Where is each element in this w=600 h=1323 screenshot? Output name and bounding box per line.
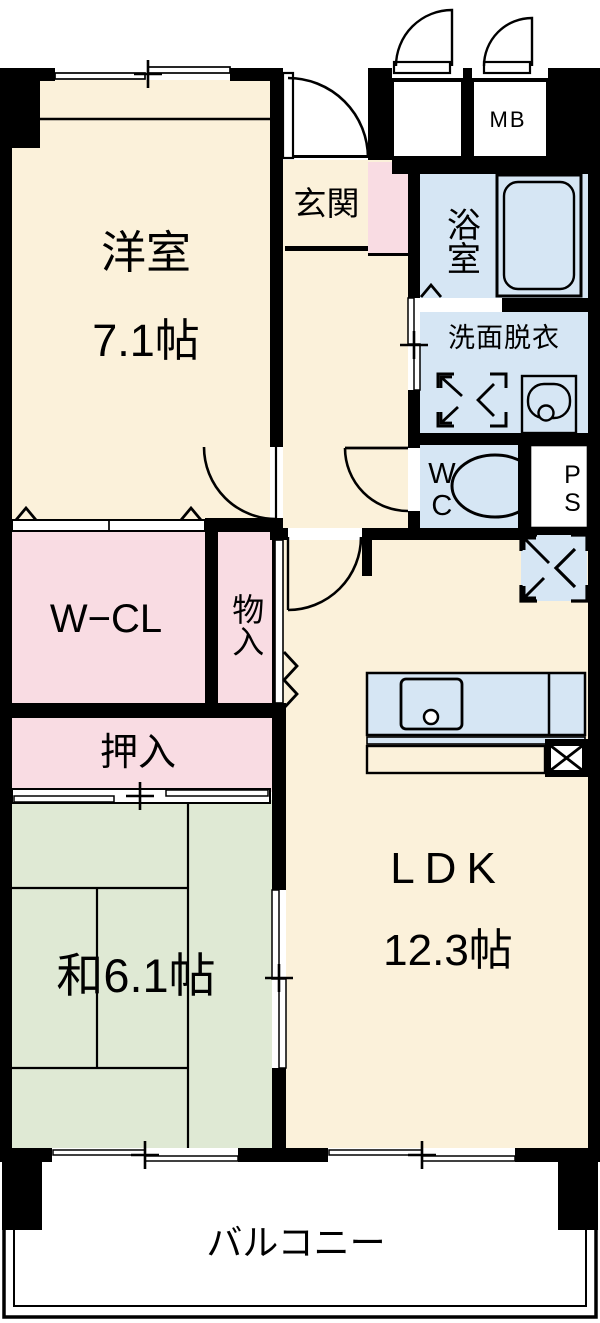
room-label-toilet: WC xyxy=(425,458,458,522)
walls xyxy=(0,68,600,1230)
window-sash xyxy=(147,66,231,74)
storage-area xyxy=(218,532,275,703)
room-label-washroom: 洗面脱衣 xyxy=(448,323,560,353)
room-label-futon-closet: 押入 xyxy=(99,732,176,774)
storage-door xyxy=(274,539,284,704)
room-label-walk-in-closet: W−CL xyxy=(49,597,163,641)
window-sash xyxy=(144,1155,239,1162)
futon-closet-area xyxy=(12,716,272,792)
room-label-ldk: LDK xyxy=(390,844,506,893)
room-size-western: 7.1帖 xyxy=(92,315,200,366)
washbasin-icon xyxy=(520,374,578,435)
room-label-japanese: 和6.1帖 xyxy=(56,949,216,1002)
walk-in-closet-area xyxy=(12,532,205,703)
meter-box xyxy=(470,78,550,160)
ldk-area xyxy=(283,540,588,1150)
room-label-balcony: バルコニー xyxy=(206,1222,386,1263)
kitchen-sink-icon xyxy=(399,677,464,731)
kitchen-counter-icon xyxy=(365,671,588,777)
balcony-railing xyxy=(2,1230,598,1319)
refrigerator-area-icon xyxy=(519,533,589,603)
entry-door-leaf xyxy=(281,71,295,160)
entrance-side-strip xyxy=(368,162,408,255)
pipe-space-box xyxy=(528,443,590,530)
western-room-area xyxy=(40,80,270,150)
room-label-entrance: 玄関 xyxy=(293,185,360,222)
service-boxes xyxy=(390,8,550,160)
utility-box xyxy=(390,78,465,160)
wc-door-arc xyxy=(343,447,409,513)
room-label-meter-box: MB xyxy=(489,107,527,132)
ldk-door-arc xyxy=(287,536,363,612)
entry-door-arc xyxy=(287,76,370,159)
window-sash xyxy=(421,1155,516,1162)
box-door-arc xyxy=(482,16,534,67)
window-sash xyxy=(54,72,146,80)
western-room-door-arc xyxy=(202,446,277,521)
room-label-western: 洋室 xyxy=(100,227,191,278)
tatami-lines xyxy=(12,800,190,1150)
japanese-room-area xyxy=(12,800,272,1150)
room-label-storage: 物入 xyxy=(228,593,265,657)
folding-door-zigzag xyxy=(282,651,299,709)
bathtub-icon xyxy=(495,173,583,298)
entrance-step xyxy=(285,246,368,251)
box-door-arc xyxy=(394,8,454,67)
room-size-ldk: 12.3帖 xyxy=(383,926,513,975)
washing-machine-area-icon xyxy=(436,372,508,428)
duct-box-icon xyxy=(545,739,588,777)
slide-direction-markers xyxy=(14,282,443,521)
room-label-pipe-space: PS xyxy=(558,461,587,517)
opening-center-marks xyxy=(126,60,436,1169)
room-label-bath: 浴室 xyxy=(441,207,480,275)
doors xyxy=(202,71,409,709)
